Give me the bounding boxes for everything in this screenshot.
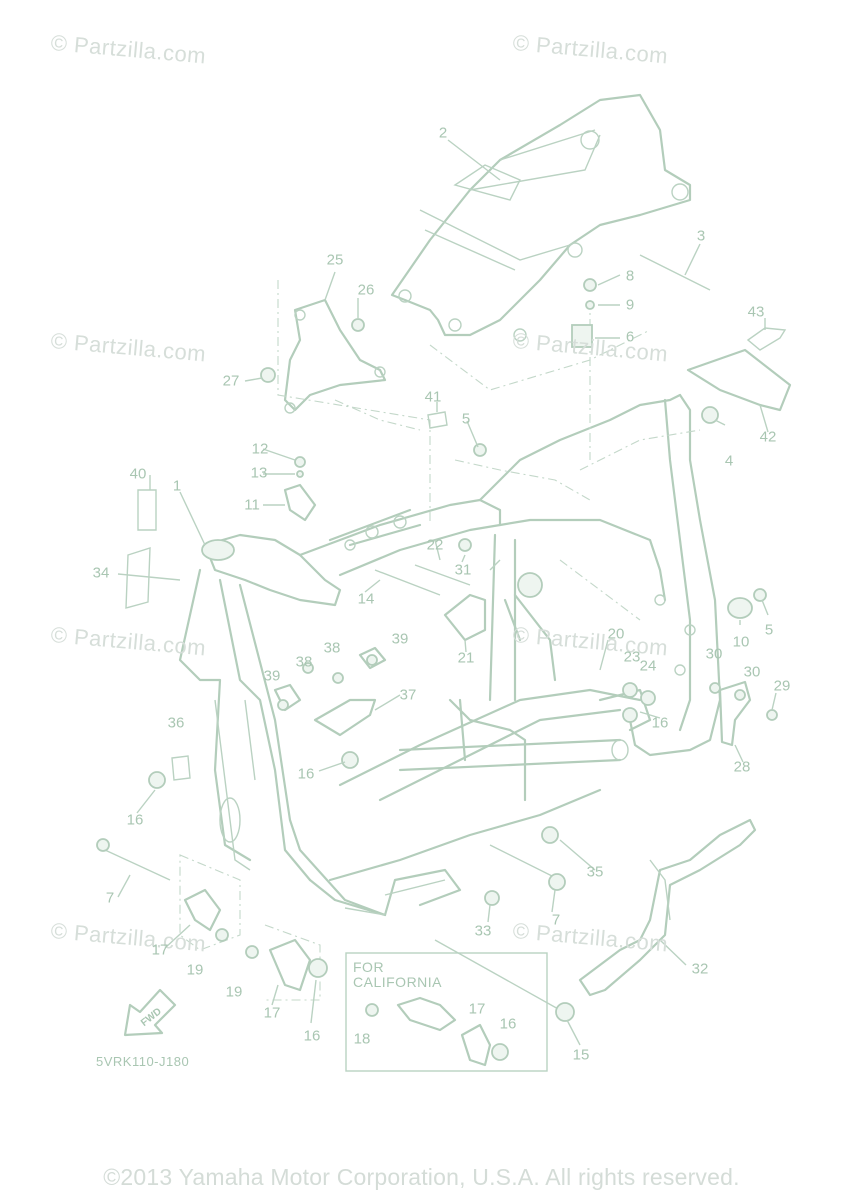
callout-38b[interactable]: 38 — [323, 639, 341, 657]
callout-20[interactable]: 20 — [607, 625, 625, 643]
fwd-arrow-icon — [123, 988, 177, 1037]
callout-7b[interactable]: 7 — [551, 911, 561, 929]
callout-32[interactable]: 32 — [691, 960, 709, 978]
callout-1[interactable]: 1 — [172, 477, 182, 495]
leader-lines — [117, 139, 777, 1046]
engine-mount-bracket-upper — [277, 280, 431, 525]
rear-bracket — [578, 818, 757, 997]
fasteners — [96, 278, 778, 1022]
callout-18[interactable]: 18 — [353, 1030, 371, 1048]
callout-16e[interactable]: 16 — [499, 1015, 517, 1033]
callout-38a[interactable]: 38 — [295, 653, 313, 671]
callout-12[interactable]: 12 — [251, 440, 269, 458]
callout-42[interactable]: 42 — [759, 428, 777, 446]
main-frame — [178, 393, 722, 917]
callout-10[interactable]: 10 — [732, 633, 750, 651]
callout-6[interactable]: 6 — [625, 328, 635, 346]
callout-19b[interactable]: 19 — [225, 983, 243, 1001]
callout-21[interactable]: 21 — [457, 649, 475, 667]
callout-30a[interactable]: 30 — [705, 645, 723, 663]
callout-16d[interactable]: 16 — [303, 1027, 321, 1045]
callout-5[interactable]: 5 — [461, 410, 471, 428]
callout-22[interactable]: 22 — [426, 536, 444, 554]
california-inset — [345, 952, 548, 1072]
callout-34[interactable]: 34 — [92, 564, 110, 582]
callout-25[interactable]: 25 — [326, 251, 344, 269]
inset-title-line1: FOR — [353, 959, 385, 975]
callout-36[interactable]: 36 — [167, 714, 185, 732]
inset-title-line2: CALIFORNIA — [353, 974, 443, 990]
callout-17b[interactable]: 17 — [263, 1004, 281, 1022]
callout-17c[interactable]: 17 — [468, 1000, 486, 1018]
callout-14[interactable]: 14 — [357, 590, 375, 608]
callout-7[interactable]: 7 — [105, 889, 115, 907]
callout-35[interactable]: 35 — [586, 863, 604, 881]
callout-17a[interactable]: 17 — [151, 941, 169, 959]
callout-31[interactable]: 31 — [454, 561, 472, 579]
callout-24[interactable]: 24 — [639, 657, 657, 675]
callout-9[interactable]: 9 — [625, 296, 635, 314]
callout-13[interactable]: 13 — [250, 464, 268, 482]
callout-30b[interactable]: 30 — [743, 663, 761, 681]
callout-28[interactable]: 28 — [733, 758, 751, 776]
callout-16b[interactable]: 16 — [297, 765, 315, 783]
callout-23[interactable]: 23 — [623, 648, 641, 666]
callout-5b[interactable]: 5 — [764, 621, 774, 639]
callout-29[interactable]: 29 — [773, 677, 791, 695]
callout-19a[interactable]: 19 — [186, 961, 204, 979]
seat-bracket — [686, 348, 792, 412]
inset-title: FOR CALIFORNIA — [353, 960, 442, 990]
callout-33[interactable]: 33 — [474, 922, 492, 940]
callout-41[interactable]: 41 — [424, 388, 442, 406]
callout-15[interactable]: 15 — [572, 1046, 590, 1064]
callout-16c[interactable]: 16 — [126, 811, 144, 829]
rear-frame-assembly — [390, 93, 692, 391]
callout-39b[interactable]: 39 — [391, 630, 409, 648]
callout-26[interactable]: 26 — [357, 281, 375, 299]
callout-43[interactable]: 43 — [747, 303, 765, 321]
callout-37[interactable]: 37 — [399, 686, 417, 704]
callout-3[interactable]: 3 — [696, 227, 706, 245]
callout-40[interactable]: 40 — [129, 465, 147, 483]
callout-16a[interactable]: 16 — [651, 714, 669, 732]
callout-39a[interactable]: 39 — [263, 667, 281, 685]
callout-27[interactable]: 27 — [222, 372, 240, 390]
callout-2[interactable]: 2 — [438, 124, 448, 142]
callout-8[interactable]: 8 — [625, 267, 635, 285]
copyright-notice: ©2013 Yamaha Motor Corporation, U.S.A. A… — [103, 1164, 740, 1190]
diagram-code: 5VRK110-J180 — [96, 1054, 190, 1069]
callout-4[interactable]: 4 — [724, 452, 734, 470]
callout-11[interactable]: 11 — [244, 496, 260, 514]
